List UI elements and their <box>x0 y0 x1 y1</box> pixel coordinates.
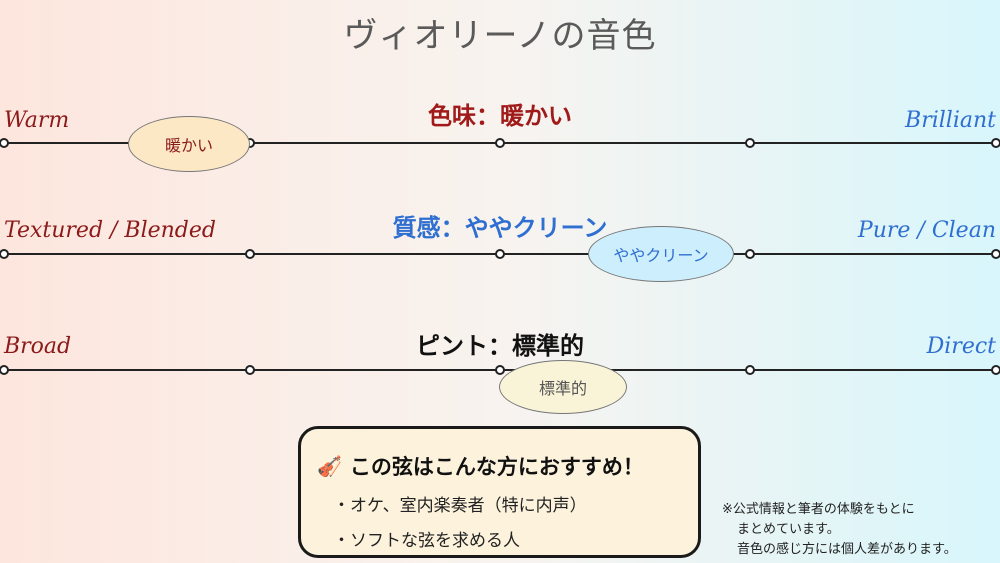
scale-line-texture <box>0 249 1000 259</box>
recommendation-box: 🎻 この弦はこんな方におすすめ！ ・オケ、室内楽奏者（特に内声） ・ソフトな弦を… <box>298 426 701 558</box>
scale-dot <box>991 138 1000 148</box>
scale-heading-texture: 質感：ややクリーン <box>392 214 608 242</box>
scale-marker-label: 標準的 <box>538 379 587 398</box>
scale-dot <box>0 249 9 259</box>
scale-left-label-broad: Broad <box>4 334 72 359</box>
recommendation-title: この弦はこんな方におすすめ！ <box>349 455 644 479</box>
scale-dot <box>495 249 505 259</box>
scale-line-color <box>0 138 1000 148</box>
disclaimer-note: ※公式情報と筆者の体験をもとに まとめています。 音色の感じ方には個人差がありま… <box>722 500 957 560</box>
scale-right-label-pure: Pure / Clean <box>857 218 996 243</box>
disclaimer-line: 音色の感じ方には個人差があります。 <box>737 542 957 557</box>
scale-heading-focus: ピント：標準的 <box>416 332 584 360</box>
recommendation-item: ・オケ、室内楽奏者（特に内声） <box>333 496 587 516</box>
recommendation-item: ・ソフトな弦を求める人 <box>333 531 520 551</box>
scale-dot <box>745 138 755 148</box>
scale-dot <box>991 249 1000 259</box>
scale-marker-focus: 標準的 <box>499 360 627 414</box>
scale-dot <box>745 365 755 375</box>
scale-marker-label: ややクリーン <box>613 246 709 265</box>
scale-right-label-direct: Direct <box>926 334 996 359</box>
violin-icon: 🎻 <box>317 454 342 478</box>
page-title: ヴィオリーノの音色 <box>343 16 657 56</box>
scale-line-focus <box>0 365 1000 375</box>
disclaimer-line: まとめています。 <box>737 522 840 537</box>
scale-dot <box>0 365 9 375</box>
scale-left-label-textured: Textured / Blended <box>4 218 216 243</box>
scale-left-label-warm: Warm <box>4 108 70 133</box>
scale-heading-color: 色味：暖かい <box>428 102 572 130</box>
scale-right-label-brilliant: Brilliant <box>905 108 996 133</box>
scale-marker-texture: ややクリーン <box>588 226 734 282</box>
scale-dot <box>991 365 1000 375</box>
scale-marker-color: 暖かい <box>128 116 250 172</box>
disclaimer-line: ※公式情報と筆者の体験をもとに <box>722 502 915 517</box>
scale-dot <box>495 138 505 148</box>
scale-dot <box>495 365 505 375</box>
scale-dot <box>245 249 255 259</box>
scale-dot <box>745 249 755 259</box>
scale-marker-label: 暖かい <box>164 136 213 155</box>
recommendation-title-row: 🎻 この弦はこんな方におすすめ！ <box>317 451 698 481</box>
scale-dot <box>0 138 9 148</box>
scale-dot <box>245 365 255 375</box>
